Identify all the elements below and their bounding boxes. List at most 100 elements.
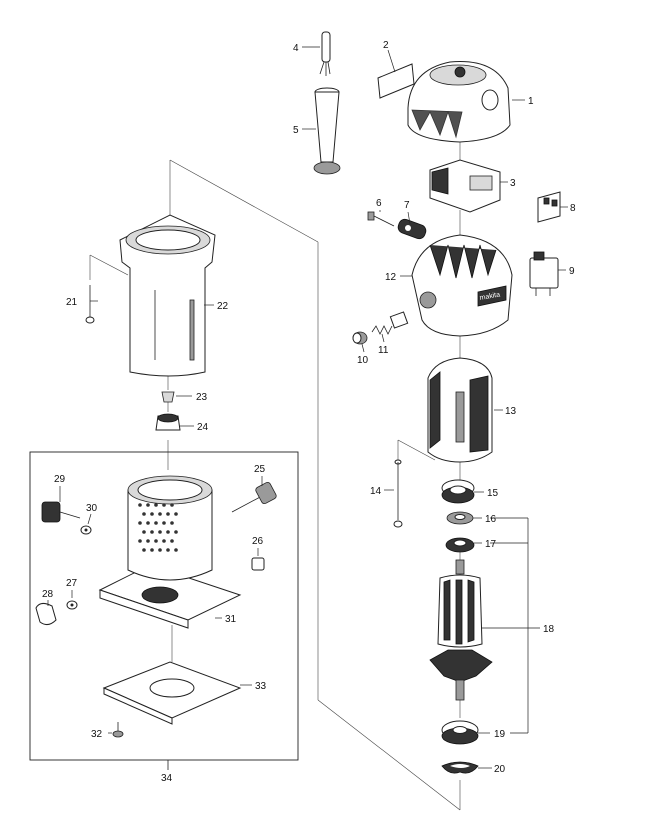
label-part-30: 30	[86, 503, 98, 514]
perforation-dot	[158, 530, 162, 534]
perforation-dot	[162, 539, 166, 543]
label-part-12: 12	[385, 272, 397, 283]
label-part-25: 25	[254, 464, 266, 475]
part-17-bearing	[445, 537, 475, 553]
label-part-26: 26	[252, 536, 264, 547]
part-13-stator	[427, 357, 493, 463]
perforation-dot	[170, 539, 174, 543]
perforation-dot	[158, 548, 162, 552]
label-part-3: 3	[510, 178, 516, 189]
perforation-dot	[166, 530, 170, 534]
label-part-10: 10	[357, 355, 369, 366]
part-7-cord-clamp	[397, 218, 427, 240]
part-25-knob-screw	[231, 481, 277, 513]
part-34-trimmer-base-box	[29, 451, 299, 770]
part-29-thumb-screw	[41, 501, 81, 523]
part-32-screw	[112, 722, 124, 738]
part-14-screw	[393, 459, 403, 528]
label-part-33: 33	[255, 681, 267, 692]
base-dots-pattern	[138, 503, 178, 552]
perforation-dot	[146, 503, 150, 507]
label-part-2: 2	[383, 40, 389, 51]
assembly-guide-lines	[89, 140, 461, 811]
perforation-dot	[170, 521, 174, 525]
label-part-13: 13	[505, 406, 517, 417]
part-12-motor-housing: makita	[411, 234, 513, 337]
perforation-dot	[138, 503, 142, 507]
part-16-bearing	[446, 511, 474, 525]
part-20-retaining-plate	[441, 761, 479, 774]
perforation-dot	[146, 521, 150, 525]
label-part-32: 32	[91, 729, 103, 740]
part-21-screw	[85, 285, 95, 324]
part-6-screw	[367, 211, 395, 227]
part-24-collet-nut	[155, 413, 181, 431]
label-part-17: 17	[485, 539, 497, 550]
label-part-27: 27	[66, 578, 78, 589]
label-part-1: 1	[528, 96, 534, 107]
perforation-dot	[166, 512, 170, 516]
label-part-4: 4	[293, 43, 299, 54]
label-part-22: 22	[217, 301, 229, 312]
part-30-washer	[80, 525, 92, 535]
perforation-dot	[150, 512, 154, 516]
part-3-switch-housing	[429, 159, 501, 213]
part-10-brush-cap	[352, 331, 368, 345]
label-part-34: 34	[161, 773, 173, 784]
part-23-collet	[161, 391, 175, 403]
part-19-bearing	[441, 720, 479, 745]
perforation-dot	[146, 539, 150, 543]
perforation-dot	[154, 503, 158, 507]
perforation-dot	[142, 530, 146, 534]
part-4-cord-wire	[319, 31, 331, 76]
label-part-28: 28	[42, 589, 54, 600]
label-part-18: 18	[543, 624, 555, 635]
leader-lines	[47, 46, 568, 769]
perforation-dot	[138, 521, 142, 525]
part-11-carbon-brush	[371, 311, 409, 335]
perforation-dot	[166, 548, 170, 552]
part-15-baffle	[441, 479, 475, 504]
label-part-23: 23	[196, 392, 208, 403]
label-part-20: 20	[494, 764, 506, 775]
part-5-cord-guard	[313, 87, 341, 175]
perforation-dot	[154, 539, 158, 543]
perforation-dot	[142, 512, 146, 516]
perforation-dot	[162, 503, 166, 507]
part-33-base-plate	[102, 661, 242, 725]
part-18-armature	[429, 559, 493, 701]
part-28-knob	[35, 602, 57, 626]
part-31-trimmer-base	[98, 475, 242, 629]
part-26-nut	[251, 557, 265, 571]
perforation-dot	[138, 539, 142, 543]
part-8-terminal	[537, 191, 561, 223]
part-9-switch	[529, 251, 559, 296]
perforation-dot	[170, 503, 174, 507]
label-part-8: 8	[570, 203, 576, 214]
part-1-top-cap	[407, 61, 511, 143]
label-part-19: 19	[494, 729, 506, 740]
perforation-dot	[154, 521, 158, 525]
label-part-21: 21	[66, 297, 78, 308]
perforation-dot	[174, 530, 178, 534]
label-part-15: 15	[487, 488, 499, 499]
label-part-14: 14	[370, 486, 382, 497]
perforation-dot	[158, 512, 162, 516]
label-part-5: 5	[293, 125, 299, 136]
label-part-29: 29	[54, 474, 66, 485]
part-27-washer	[66, 600, 78, 610]
label-part-16: 16	[485, 514, 497, 525]
label-part-24: 24	[197, 422, 209, 433]
nameplate-text: makita	[479, 291, 501, 301]
perforation-dot	[174, 548, 178, 552]
label-part-9: 9	[569, 266, 575, 277]
perforation-dot	[150, 548, 154, 552]
perforation-dot	[142, 548, 146, 552]
perforation-dot	[162, 521, 166, 525]
perforation-dot	[150, 530, 154, 534]
label-part-6: 6	[376, 198, 382, 209]
perforation-dot	[174, 512, 178, 516]
label-part-11: 11	[378, 345, 389, 356]
part-2-label	[377, 63, 415, 99]
